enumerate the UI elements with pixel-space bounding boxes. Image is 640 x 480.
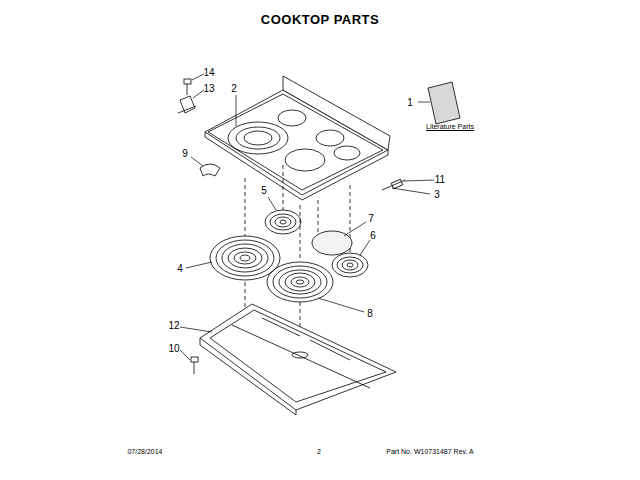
- screw: [184, 79, 191, 95]
- bracket: [178, 96, 196, 113]
- cooktop-edge: [205, 132, 388, 200]
- cooktop-glass: [205, 90, 388, 195]
- callout-number: 7: [368, 213, 374, 224]
- large-element: [210, 236, 280, 280]
- callout-number: 14: [203, 67, 214, 78]
- callout-number: 9: [182, 148, 188, 159]
- footer-date: 07/28/2014: [127, 448, 162, 456]
- burner-box: [200, 304, 396, 415]
- callout-number: 13: [203, 83, 214, 94]
- callout-number: 2: [231, 83, 237, 94]
- backsplash: [283, 76, 390, 150]
- literature-label: Literature Parts: [426, 123, 474, 131]
- part-number: Part No. W10731487 Rev. A: [386, 448, 473, 456]
- literature-booklet: [428, 82, 460, 124]
- callout-number: 4: [177, 263, 183, 274]
- large-element: [267, 262, 333, 302]
- page-number: 2: [317, 448, 321, 456]
- page-title: COOKTOP PARTS: [261, 13, 379, 27]
- callout-number: 5: [261, 185, 267, 196]
- leader-lines: [180, 74, 434, 360]
- screw: [191, 357, 198, 374]
- cooktop-inner: [208, 94, 383, 190]
- callout-number: 6: [370, 230, 376, 241]
- callout-number: 12: [168, 320, 179, 331]
- callout-number: 1: [407, 97, 413, 108]
- callout-number: 8: [367, 308, 373, 319]
- callout-number: 3: [434, 189, 440, 200]
- callout-number: 10: [168, 343, 179, 354]
- callout-number: 11: [435, 174, 445, 185]
- small-element: [332, 253, 368, 277]
- small-element: [265, 210, 301, 234]
